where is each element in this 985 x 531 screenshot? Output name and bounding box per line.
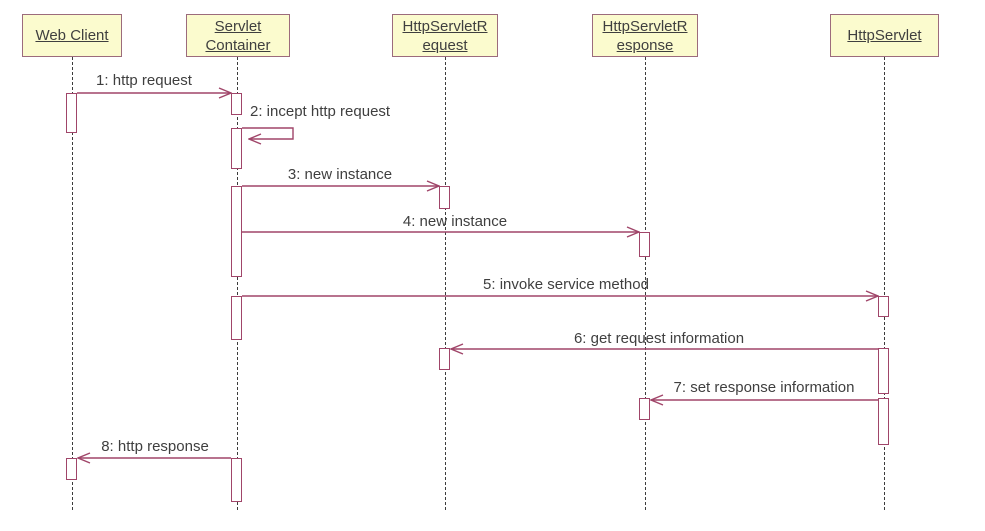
lifeline-http-servlet-request bbox=[445, 57, 446, 510]
activation-bar-http-servlet-response bbox=[639, 232, 650, 257]
message-label-2: 2: incept http request bbox=[250, 103, 391, 120]
actor-box-http-servlet: HttpServlet bbox=[830, 14, 939, 57]
message-label-3: 3: new instance bbox=[287, 166, 393, 183]
activation-bar-http-servlet bbox=[878, 398, 889, 445]
activation-bar-web-client bbox=[66, 458, 77, 480]
activation-bar-servlet-container bbox=[231, 186, 242, 277]
lifeline-http-servlet bbox=[884, 57, 885, 510]
message-label-1: 1: http request bbox=[96, 72, 192, 89]
activation-bar-servlet-container bbox=[231, 458, 242, 502]
actor-label-line: HttpServletR bbox=[402, 17, 488, 35]
activation-bar-servlet-container bbox=[231, 296, 242, 340]
self-message-arrow-2 bbox=[242, 127, 294, 139]
lifeline-servlet-container bbox=[237, 57, 238, 510]
actor-label-line: esponse bbox=[616, 36, 674, 54]
activation-bar-http-servlet-request bbox=[439, 348, 450, 370]
lifeline-web-client bbox=[72, 57, 73, 510]
actor-box-web-client: Web Client bbox=[22, 14, 122, 57]
lifeline-http-servlet-response bbox=[645, 57, 646, 510]
message-label-8: 8: http response bbox=[101, 438, 209, 455]
actor-label-line: Container bbox=[205, 36, 271, 54]
actor-label-line: equest bbox=[422, 36, 468, 54]
message-label-6: 6: get request information bbox=[573, 330, 745, 347]
actor-label-line: HttpServlet bbox=[847, 27, 922, 44]
actor-label-line: Web Client bbox=[35, 27, 109, 44]
activation-bar-servlet-container bbox=[231, 93, 242, 115]
activation-bar-http-servlet bbox=[878, 348, 889, 394]
message-label-5: 5: invoke service method bbox=[483, 276, 649, 293]
activation-bar-http-servlet bbox=[878, 296, 889, 317]
message-label-4: 4: new instance bbox=[402, 213, 508, 230]
activation-bar-http-servlet-request bbox=[439, 186, 450, 209]
message-label-7: 7: set response information bbox=[673, 379, 855, 396]
activation-bar-web-client bbox=[66, 93, 77, 133]
actor-label-line: HttpServletR bbox=[602, 17, 688, 35]
activation-bar-servlet-container bbox=[231, 128, 242, 169]
activation-bar-http-servlet-response bbox=[639, 398, 650, 420]
actor-label-line: Servlet bbox=[214, 17, 262, 35]
